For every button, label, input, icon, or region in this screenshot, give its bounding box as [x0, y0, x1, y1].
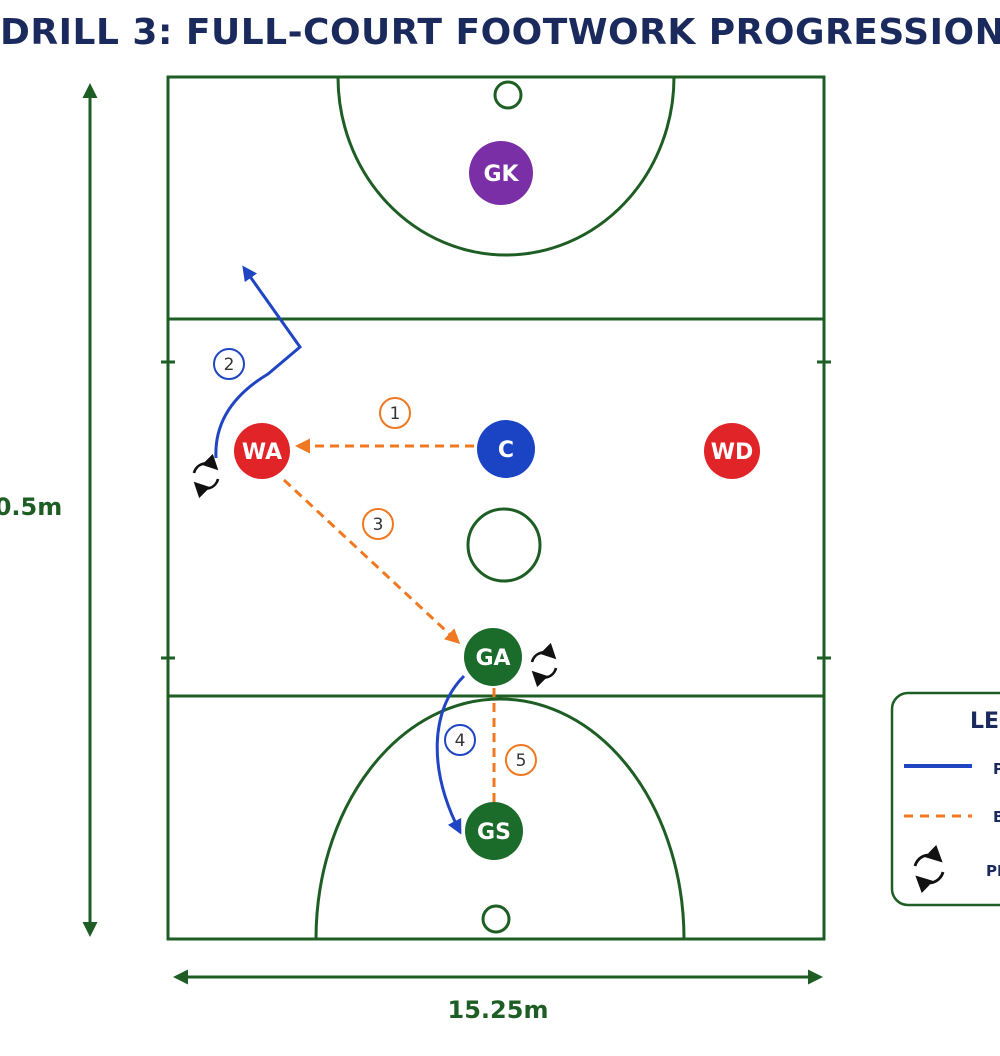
svg-text:5: 5 — [516, 751, 527, 771]
step-1-badge: 1 — [379, 397, 411, 429]
width-dimension-label: 15.25m — [448, 996, 549, 1024]
court-boundary — [166, 75, 826, 941]
run-4-line — [435, 674, 466, 835]
svg-text:GS: GS — [477, 820, 511, 845]
goal-post-bottom — [481, 904, 511, 934]
svg-text:WA: WA — [242, 440, 282, 465]
legend: LE P B PI — [890, 691, 1000, 907]
svg-text:GA: GA — [475, 646, 510, 671]
goal-circle-top — [336, 76, 676, 257]
run-2-line — [214, 265, 303, 459]
player-wd: WD — [704, 423, 760, 479]
pivot-icon-ga — [530, 642, 558, 688]
step-2-badge: 2 — [213, 348, 245, 380]
step-4-badge: 4 — [444, 724, 476, 756]
court — [161, 75, 831, 941]
legend-pivot-icon — [913, 844, 945, 894]
drill-title: DRILL 3: FULL-COURT FOOTWORK PROGRESSION — [0, 12, 1000, 53]
player-c: C — [477, 420, 535, 478]
svg-text:C: C — [498, 438, 514, 463]
goal-post-top — [493, 80, 523, 110]
goal-circle-bottom — [314, 697, 686, 940]
svg-text:1: 1 — [390, 404, 401, 424]
svg-text:WD: WD — [711, 440, 754, 465]
step-5-badge: 5 — [505, 744, 537, 776]
player-gk: GK — [469, 141, 533, 205]
player-wa: WA — [234, 423, 290, 479]
legend-item-ball-pass: B — [993, 808, 1000, 826]
legend-item-player-run: P — [993, 760, 1000, 778]
legend-box — [890, 691, 1000, 907]
step-3-badge: 3 — [362, 508, 394, 540]
pivot-icon-wa — [192, 453, 220, 499]
player-ga: GA — [464, 628, 522, 686]
svg-text:4: 4 — [455, 731, 466, 751]
player-gs: GS — [465, 802, 523, 860]
svg-text:2: 2 — [224, 355, 235, 375]
dimensions: 30.5m 15.25m — [0, 83, 823, 1024]
pass-3-line — [282, 478, 461, 645]
legend-title: LE — [970, 709, 999, 734]
legend-item-pivot: PI — [986, 862, 1000, 880]
length-dimension-label: 30.5m — [0, 493, 62, 521]
svg-text:GK: GK — [483, 162, 519, 187]
svg-text:3: 3 — [373, 515, 384, 535]
paths — [214, 265, 502, 835]
step-labels: 1 2 3 4 5 — [213, 348, 537, 776]
centre-circle — [466, 507, 542, 583]
